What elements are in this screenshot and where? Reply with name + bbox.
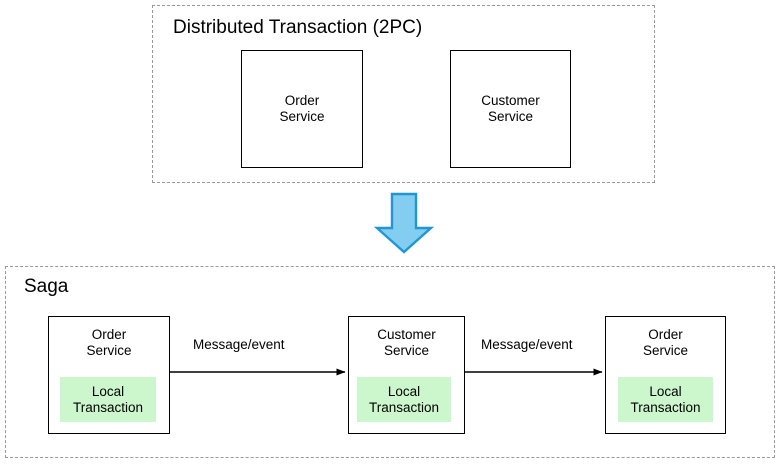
local-transaction-chip-order-1: Local Transaction — [60, 377, 156, 422]
group-distributed-transaction-2pc: Distributed Transaction (2PC) — [152, 5, 655, 183]
edge-label-message-event-2: Message/event — [481, 337, 573, 352]
edge-label-message-event-1: Message/event — [193, 337, 285, 352]
group-title-distributed-transaction: Distributed Transaction (2PC) — [173, 17, 423, 38]
box-2pc-customer-service[interactable]: Customer Service — [450, 50, 571, 168]
group-saga: Saga — [5, 266, 775, 458]
box-label-customer-service: Customer Service — [377, 327, 436, 358]
box-2pc-order-service[interactable]: Order Service — [241, 50, 363, 168]
group-title-saga: Saga — [24, 276, 69, 297]
local-transaction-chip-customer: Local Transaction — [357, 377, 451, 422]
box-label-customer-service: Customer Service — [481, 93, 540, 124]
box-label-order-service: Order Service — [86, 327, 132, 358]
box-label-order-service: Order Service — [642, 327, 688, 358]
box-label-order-service: Order Service — [279, 93, 325, 124]
arrow-down-icon — [373, 192, 435, 254]
local-transaction-chip-order-2: Local Transaction — [618, 377, 713, 422]
